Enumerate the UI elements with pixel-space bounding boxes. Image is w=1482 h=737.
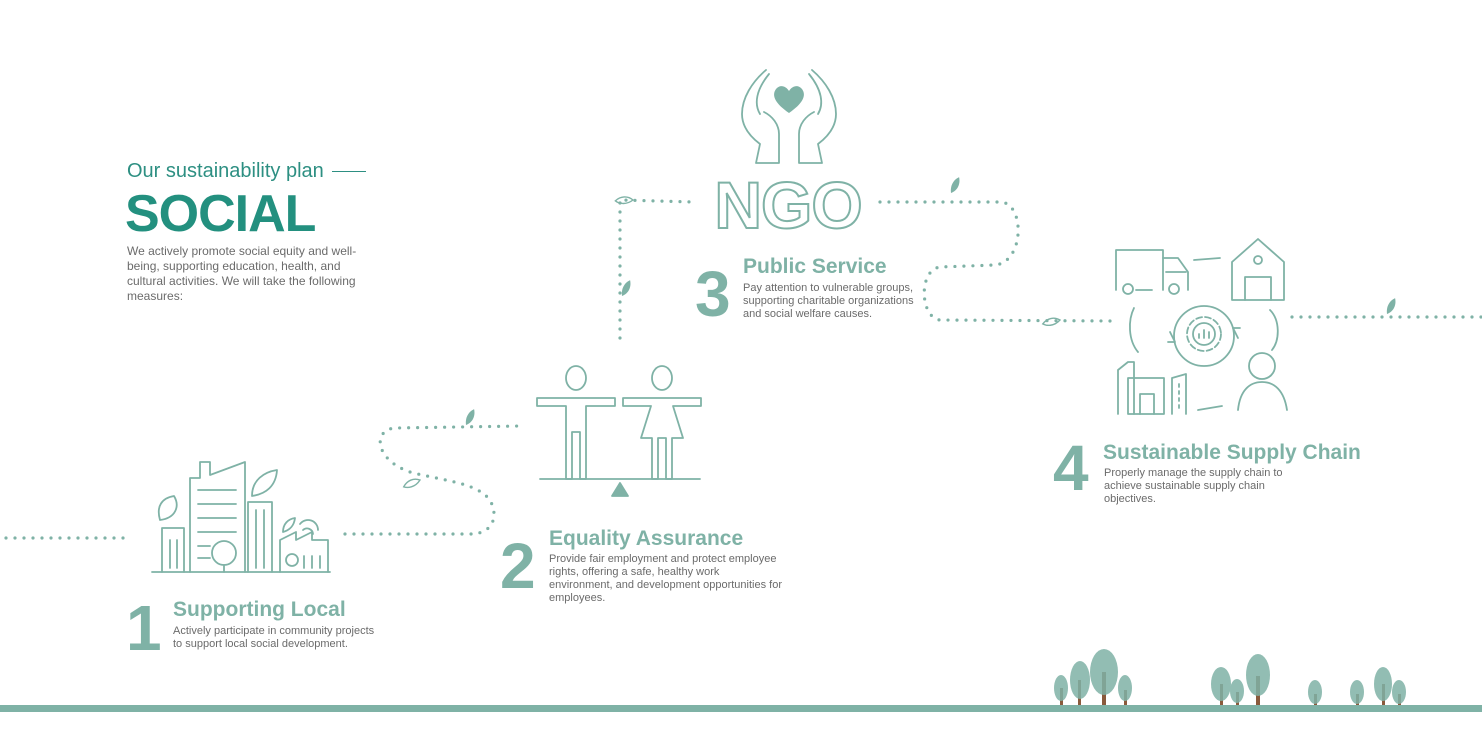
balance-people-icon bbox=[536, 365, 702, 497]
intro-description: We actively promote social equity and we… bbox=[127, 244, 357, 303]
step-title: Equality Assurance bbox=[549, 527, 744, 550]
step-description: Pay attention to vulnerable groups, supp… bbox=[743, 282, 914, 320]
step-number: 4 bbox=[1053, 432, 1089, 504]
plan-eyebrow: Our sustainability plan bbox=[127, 160, 366, 183]
step-number: 2 bbox=[500, 530, 536, 602]
step-description: Actively participate in community projec… bbox=[173, 625, 375, 650]
step-title: Supporting Local bbox=[173, 598, 346, 621]
step-description: Provide fair employment and protect empl… bbox=[549, 553, 782, 604]
step-title: Sustainable Supply Chain bbox=[1103, 441, 1361, 464]
dotted-path bbox=[4, 198, 1482, 540]
page-title: SOCIAL bbox=[125, 185, 316, 243]
step-title: Public Service bbox=[743, 255, 887, 278]
ngo-label: NGO bbox=[714, 168, 861, 242]
tree-decorations bbox=[1054, 649, 1406, 706]
step-number: 3 bbox=[695, 258, 731, 330]
hands-heart-icon: NGO bbox=[713, 69, 864, 243]
city-buildings-icon bbox=[151, 461, 331, 573]
step-description: Properly manage the supply chain to achi… bbox=[1104, 467, 1283, 505]
supply-chain-cycle-icon bbox=[1115, 238, 1288, 415]
step-number: 1 bbox=[126, 592, 162, 664]
eyebrow-text: Our sustainability plan bbox=[127, 160, 324, 182]
eyebrow-rule bbox=[331, 170, 366, 173]
ground-line bbox=[0, 705, 1482, 712]
